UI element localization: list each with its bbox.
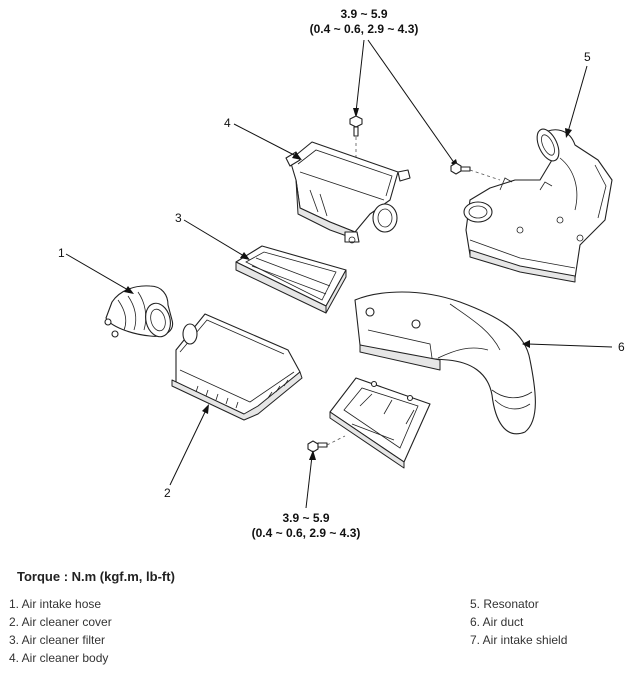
air-cleaner-filter bbox=[235, 245, 347, 314]
arrowhead bbox=[240, 252, 250, 260]
arrowhead bbox=[202, 404, 209, 414]
torque-bottom-leader bbox=[305, 455, 313, 509]
legend-item-7: 7. Air intake shield bbox=[470, 633, 568, 647]
callout-1: 1 bbox=[58, 246, 65, 260]
callout-6-leader bbox=[527, 343, 613, 348]
callout-2-leader bbox=[169, 409, 207, 486]
resonator bbox=[463, 128, 613, 283]
torque-bottom-line2: (0.4 ~ 0.6, 2.9 ~ 4.3) bbox=[252, 526, 361, 540]
torque-heading: Torque : N.m (kgf.m, lb-ft) bbox=[17, 569, 175, 584]
air-cleaner-body bbox=[285, 141, 411, 244]
arrowhead bbox=[124, 286, 134, 294]
arrowhead bbox=[292, 152, 302, 160]
torque-top-leader-b bbox=[367, 39, 456, 165]
legend-item-3: 3. Air cleaner filter bbox=[9, 633, 106, 647]
air-intake-hose bbox=[104, 285, 174, 338]
bolt-resonator bbox=[450, 162, 471, 175]
callout-4: 4 bbox=[224, 116, 231, 130]
torque-top-line1: 3.9 ~ 5.9 bbox=[340, 7, 387, 21]
air-intake-shield bbox=[329, 377, 431, 469]
bolt-resonator-dashed-guide bbox=[469, 169, 501, 181]
arrowhead bbox=[309, 450, 316, 460]
bolt-bottom-dashed-guide bbox=[326, 435, 346, 446]
legend-item-6: 6. Air duct bbox=[470, 615, 524, 629]
legend-right: 5. Resonator 6. Air duct 7. Air intake s… bbox=[470, 595, 567, 649]
air-cleaner-cover bbox=[171, 313, 303, 421]
torque-bottom-line1: 3.9 ~ 5.9 bbox=[282, 511, 329, 525]
callout-3-leader bbox=[183, 219, 245, 257]
callout-5-leader bbox=[567, 65, 588, 133]
callout-1-leader bbox=[65, 253, 129, 291]
legend-left: 1. Air intake hose 2. Air cleaner cover … bbox=[9, 595, 112, 667]
exploded-parts-diagram: 3.9 ~ 5.9 (0.4 ~ 0.6, 2.9 ~ 4.3) bbox=[58, 7, 625, 540]
legend-item-5: 5. Resonator bbox=[470, 597, 539, 611]
callout-6: 6 bbox=[618, 340, 625, 354]
arrowhead bbox=[565, 128, 572, 138]
arrowhead bbox=[522, 340, 530, 348]
callout-3: 3 bbox=[175, 211, 182, 225]
legend-item-4: 4. Air cleaner body bbox=[9, 651, 109, 665]
arrowhead bbox=[353, 108, 359, 118]
legend-item-1: 1. Air intake hose bbox=[9, 597, 102, 611]
callout-2: 2 bbox=[164, 486, 171, 500]
callout-5: 5 bbox=[584, 50, 591, 64]
bolt-bottom bbox=[307, 440, 328, 453]
air-duct bbox=[354, 291, 536, 435]
torque-top-leader-a bbox=[355, 39, 365, 113]
legend-item-2: 2. Air cleaner cover bbox=[9, 615, 112, 629]
callout-4-leader bbox=[233, 123, 297, 157]
bolt-top bbox=[349, 115, 363, 137]
torque-top-line2: (0.4 ~ 0.6, 2.9 ~ 4.3) bbox=[310, 22, 419, 36]
